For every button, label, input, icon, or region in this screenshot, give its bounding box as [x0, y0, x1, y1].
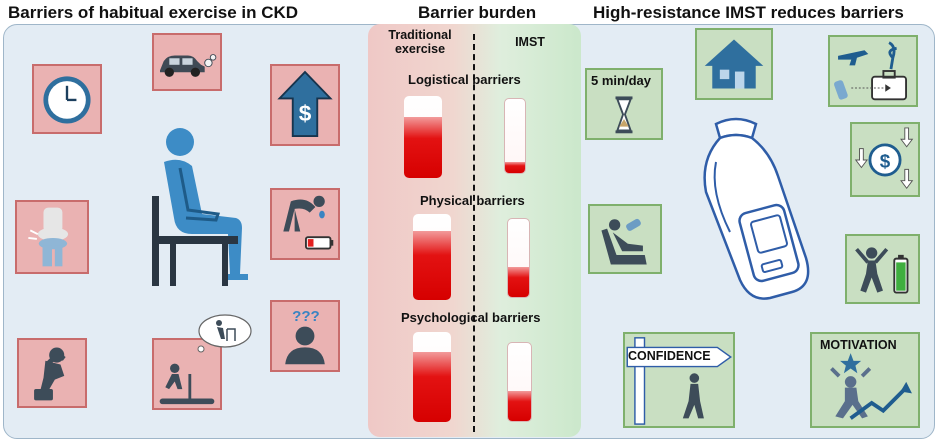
- motivation-tile: MOTIVATION: [810, 332, 920, 428]
- confidence-label: CONFIDENCE: [628, 349, 711, 363]
- money-down-tile: $: [850, 122, 920, 197]
- barrier-label-logistical: Logistical barriers: [408, 72, 521, 87]
- elderly-walker-icon: [197, 314, 252, 353]
- barrier-label-psychological: Psychological barriers: [401, 310, 541, 325]
- confused-tile: ???: [270, 300, 340, 372]
- car-tile: [152, 33, 222, 91]
- clock-icon: [43, 76, 91, 124]
- treadmill-tile: [152, 338, 222, 410]
- barrier-label-physical: Physical barriers: [420, 193, 525, 208]
- energetic-battery-icon: [855, 247, 909, 294]
- svg-text:???: ???: [292, 308, 320, 325]
- money-up-tile: $: [270, 64, 340, 146]
- center-heading: Barrier burden: [418, 3, 537, 22]
- svg-text:$: $: [299, 101, 312, 126]
- svg-text:$: $: [880, 151, 891, 172]
- house-tile: [695, 28, 773, 100]
- thought-bubble: [193, 313, 253, 353]
- stressed-tile: [17, 338, 87, 408]
- knee-tile: [15, 200, 89, 274]
- confidence-tile: CONFIDENCE: [623, 332, 735, 428]
- seated-person-icon: [152, 128, 248, 286]
- bar-imst-logistical: [504, 98, 526, 174]
- bar-traditional-logistical: [404, 96, 442, 178]
- stressed-person-icon: [34, 347, 66, 401]
- money-down-icon: $: [854, 127, 914, 190]
- imst-device-icon: [703, 117, 810, 300]
- money-up-icon: $: [277, 70, 333, 138]
- car-icon: [160, 54, 217, 77]
- traditional-exercise-header: Traditional exercise: [388, 28, 452, 56]
- imst-header: IMST: [515, 35, 545, 49]
- confidence-sign-icon: [626, 337, 732, 425]
- bar-imst-physical: [507, 218, 530, 298]
- fatigue-tile: [270, 188, 340, 260]
- travel-icon: [834, 41, 907, 101]
- time-label: 5 min/day: [591, 73, 651, 88]
- seated-person: [140, 122, 260, 287]
- right-heading: High-resistance IMST reduces barriers: [593, 3, 904, 22]
- motivation-label: MOTIVATION: [820, 338, 897, 352]
- motivation-icon: [830, 353, 912, 420]
- time-tile: 5 min/day: [585, 68, 663, 140]
- knee-joint-icon: [28, 207, 69, 267]
- clock-tile: [32, 64, 102, 134]
- treadmill-thought-icon: [159, 363, 215, 405]
- bar-traditional-psychological: [413, 332, 451, 422]
- relaxing-chair-icon: [601, 218, 647, 265]
- column-divider: [473, 34, 475, 432]
- bar-imst-psychological: [507, 342, 532, 422]
- bar-traditional-physical: [413, 214, 451, 300]
- travel-tile: [828, 35, 918, 107]
- energy-tile: [845, 234, 920, 304]
- left-heading: Barriers of habitual exercise in CKD: [8, 3, 299, 22]
- confused-person-icon: ???: [285, 308, 325, 365]
- house-icon: [704, 39, 764, 89]
- fatigue-battery-icon: [283, 195, 334, 250]
- imst-device: [690, 112, 820, 302]
- relax-tile: [588, 204, 662, 274]
- hourglass-icon: [615, 96, 633, 134]
